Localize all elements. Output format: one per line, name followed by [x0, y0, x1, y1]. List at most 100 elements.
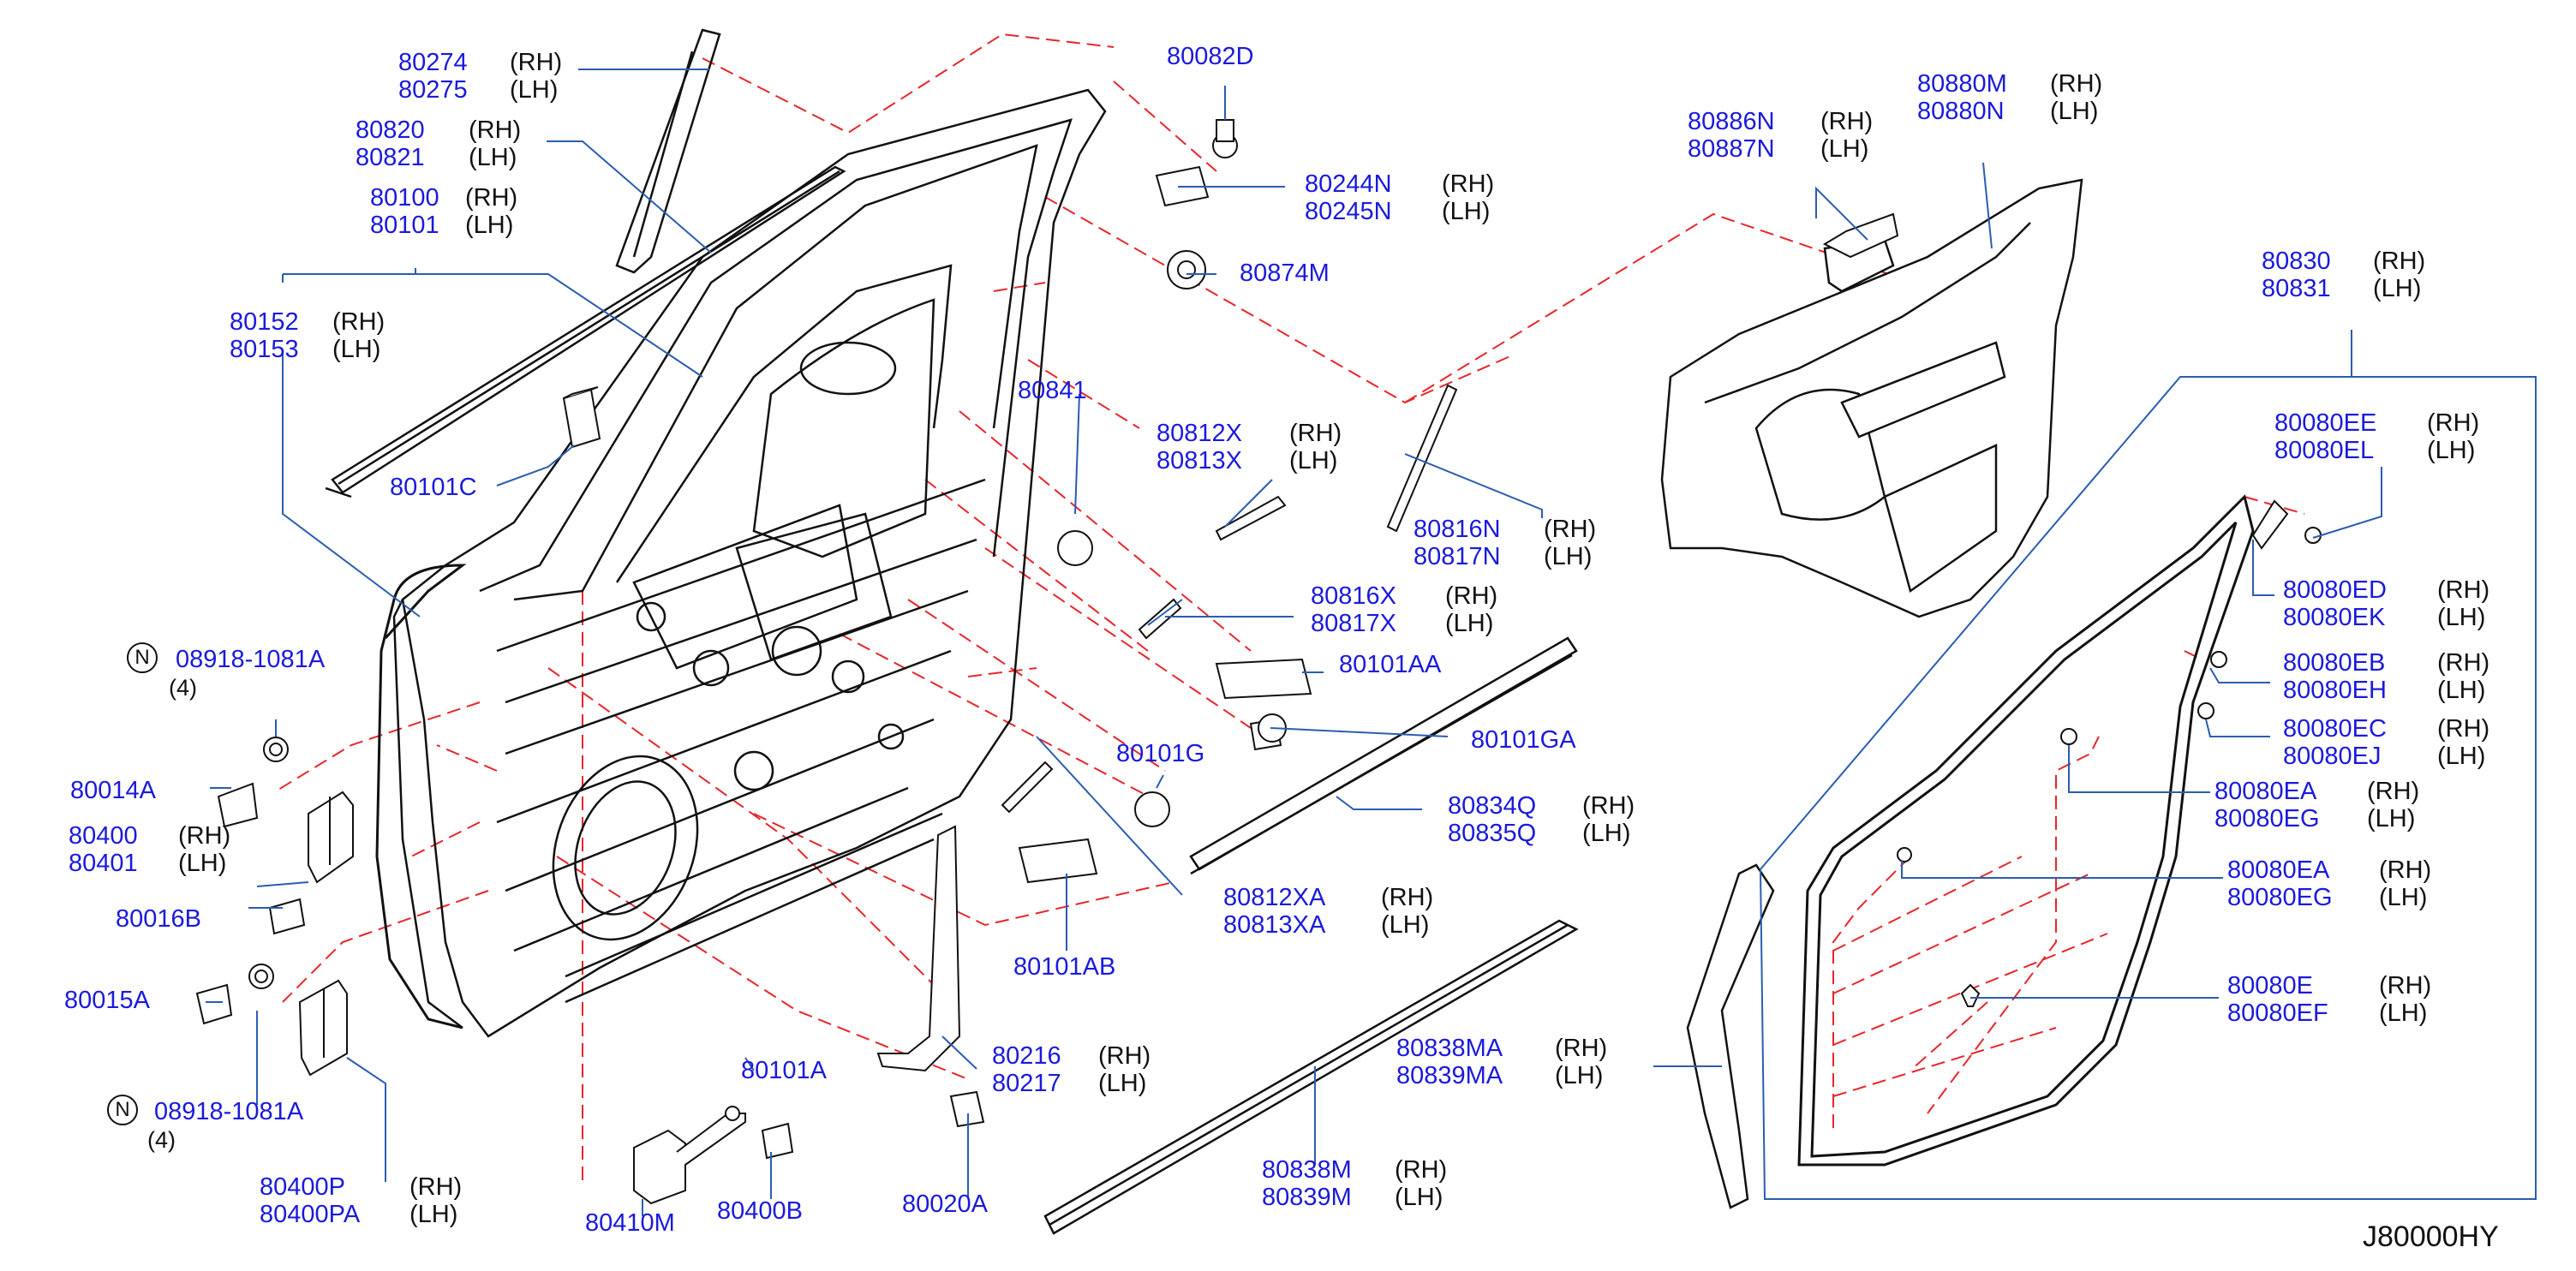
- part-number[interactable]: 80400P: [260, 1173, 345, 1201]
- part-number[interactable]: 80080EE: [2274, 409, 2377, 437]
- part-number[interactable]: 80834Q: [1448, 792, 1537, 820]
- part-number-pair[interactable]: 80813X: [1157, 447, 1242, 474]
- part-number-pair[interactable]: 80080EJ: [2283, 743, 2382, 770]
- part-number-pair[interactable]: 80839M: [1262, 1184, 1352, 1211]
- label-80101A[interactable]: 80101A: [741, 1057, 827, 1084]
- side-rh: (RH): [1544, 516, 1597, 543]
- part-number-pair[interactable]: 80080EK: [2283, 604, 2386, 631]
- part-number-pair[interactable]: 80813XA: [1223, 911, 1326, 939]
- part-number[interactable]: 80812X: [1157, 420, 1242, 447]
- quantity: (4): [169, 675, 197, 701]
- part-number-pair[interactable]: 80817N: [1414, 543, 1501, 570]
- side-lh: (LH): [178, 850, 227, 877]
- part-number[interactable]: 80274: [398, 49, 468, 76]
- part-number[interactable]: 08918-1081A: [176, 646, 326, 673]
- part-number-pair[interactable]: 80839MA: [1396, 1062, 1503, 1089]
- label-80082D[interactable]: 80082D: [1167, 43, 1254, 70]
- part-number-pair[interactable]: 80245N: [1305, 198, 1392, 225]
- side-rh: (RH): [2367, 778, 2420, 805]
- label-80101AA[interactable]: 80101AA: [1339, 651, 1442, 678]
- side-rh: (RH): [178, 822, 231, 850]
- part-number-pair[interactable]: 80080EH: [2283, 677, 2387, 704]
- pad-80101C: [562, 386, 601, 449]
- part-number[interactable]: 80080EB: [2283, 649, 2386, 677]
- part-number[interactable]: 80152: [230, 308, 299, 336]
- label-80101GA[interactable]: 80101GA: [1471, 726, 1576, 754]
- side-lh: (LH): [2373, 275, 2422, 302]
- part-number[interactable]: 80080EA: [2214, 778, 2317, 805]
- part-number-pair[interactable]: 80275: [398, 76, 468, 104]
- part-number[interactable]: 80812XA: [1223, 884, 1326, 911]
- label-80020A[interactable]: 80020A: [902, 1190, 988, 1218]
- label-80014A[interactable]: 80014A: [70, 777, 156, 804]
- part-number-pair[interactable]: 80821: [356, 144, 425, 171]
- part-number[interactable]: 80080EC: [2283, 715, 2387, 743]
- part-number-pair[interactable]: 80217: [992, 1070, 1061, 1097]
- part-number[interactable]: 80216: [992, 1042, 1061, 1070]
- pillar-seal: [1686, 863, 1775, 1209]
- side-rh: (RH): [1442, 170, 1495, 198]
- label-80400B[interactable]: 80400B: [717, 1197, 803, 1225]
- side-rh: (RH): [510, 49, 563, 76]
- part-number-pair[interactable]: 80400PA: [260, 1201, 361, 1228]
- side-lh: (LH): [465, 212, 514, 239]
- part-number-pair[interactable]: 80880N: [1917, 98, 2005, 125]
- part-number[interactable]: 80816X: [1311, 582, 1396, 610]
- part-number-pair[interactable]: 80101: [370, 212, 439, 239]
- quantity: (4): [147, 1127, 176, 1153]
- part-number[interactable]: 80400: [69, 822, 138, 850]
- label-80101C[interactable]: 80101C: [390, 474, 477, 501]
- part-number[interactable]: 80100: [370, 184, 439, 212]
- side-rh: (RH): [2437, 576, 2490, 604]
- part-number-pair[interactable]: 80887N: [1688, 135, 1775, 163]
- part-number-pair[interactable]: 80153: [230, 336, 299, 363]
- side-rh: (RH): [2373, 248, 2426, 275]
- side-rh: (RH): [1289, 420, 1342, 447]
- part-number-pair[interactable]: 80080EF: [2227, 999, 2328, 1027]
- side-rh: (RH): [1381, 884, 1434, 911]
- part-number[interactable]: 80080EA: [2227, 856, 2330, 884]
- part-number-pair[interactable]: 80080EG: [2214, 805, 2320, 832]
- part-number-pair[interactable]: 80817X: [1311, 610, 1396, 637]
- side-lh: (LH): [1289, 447, 1338, 474]
- part-number[interactable]: 80880M: [1917, 70, 2007, 98]
- label-80015A[interactable]: 80015A: [64, 987, 150, 1014]
- side-rh: (RH): [2437, 649, 2490, 677]
- part-number[interactable]: 80886N: [1688, 108, 1775, 135]
- part-number-pair[interactable]: 80835Q: [1448, 820, 1537, 847]
- door-trim-panel-80880M: [1660, 178, 2083, 618]
- label-80101AB[interactable]: 80101AB: [1013, 953, 1116, 981]
- part-number[interactable]: 80820: [356, 116, 425, 144]
- label-80874M[interactable]: 80874M: [1240, 260, 1330, 287]
- part-number[interactable]: 80080ED: [2283, 576, 2387, 604]
- part-number[interactable]: 80838M: [1262, 1156, 1352, 1184]
- tape-strips: [1001, 384, 1458, 814]
- label-80410M[interactable]: 80410M: [585, 1209, 675, 1237]
- diagram-code: J80000HY: [2363, 1220, 2499, 1253]
- leader-lines: [206, 69, 2382, 1216]
- part-number-pair[interactable]: 80401: [69, 850, 138, 877]
- part-number[interactable]: 08918-1081A: [154, 1098, 304, 1125]
- part-number[interactable]: 80080E: [2227, 972, 2313, 999]
- side-lh: (LH): [1098, 1070, 1147, 1097]
- part-number-pair[interactable]: 80080EL: [2274, 437, 2375, 464]
- side-rh: (RH): [1098, 1042, 1151, 1070]
- label-80016B[interactable]: 80016B: [116, 905, 201, 933]
- label-80841[interactable]: 80841: [1018, 377, 1087, 404]
- part-number[interactable]: 80244N: [1305, 170, 1392, 198]
- part-number[interactable]: 80816N: [1414, 516, 1501, 543]
- door-check-80410M: [633, 1106, 794, 1205]
- n-marker: N: [107, 1095, 138, 1125]
- hinge-upper-80400: [217, 737, 354, 935]
- side-rh: (RH): [2050, 70, 2103, 98]
- part-number[interactable]: 80838MA: [1396, 1035, 1503, 1062]
- label-80101G[interactable]: 80101G: [1116, 740, 1205, 767]
- side-rh: (RH): [2379, 856, 2432, 884]
- side-rh: (RH): [2427, 409, 2480, 437]
- side-lh: (LH): [2379, 999, 2428, 1027]
- sash-trim-80274: [615, 28, 721, 274]
- part-number-pair[interactable]: 80831: [2262, 275, 2331, 302]
- part-number-pair[interactable]: 80080EG: [2227, 884, 2333, 911]
- part-number[interactable]: 80830: [2262, 248, 2331, 275]
- side-lh: (LH): [1381, 911, 1430, 939]
